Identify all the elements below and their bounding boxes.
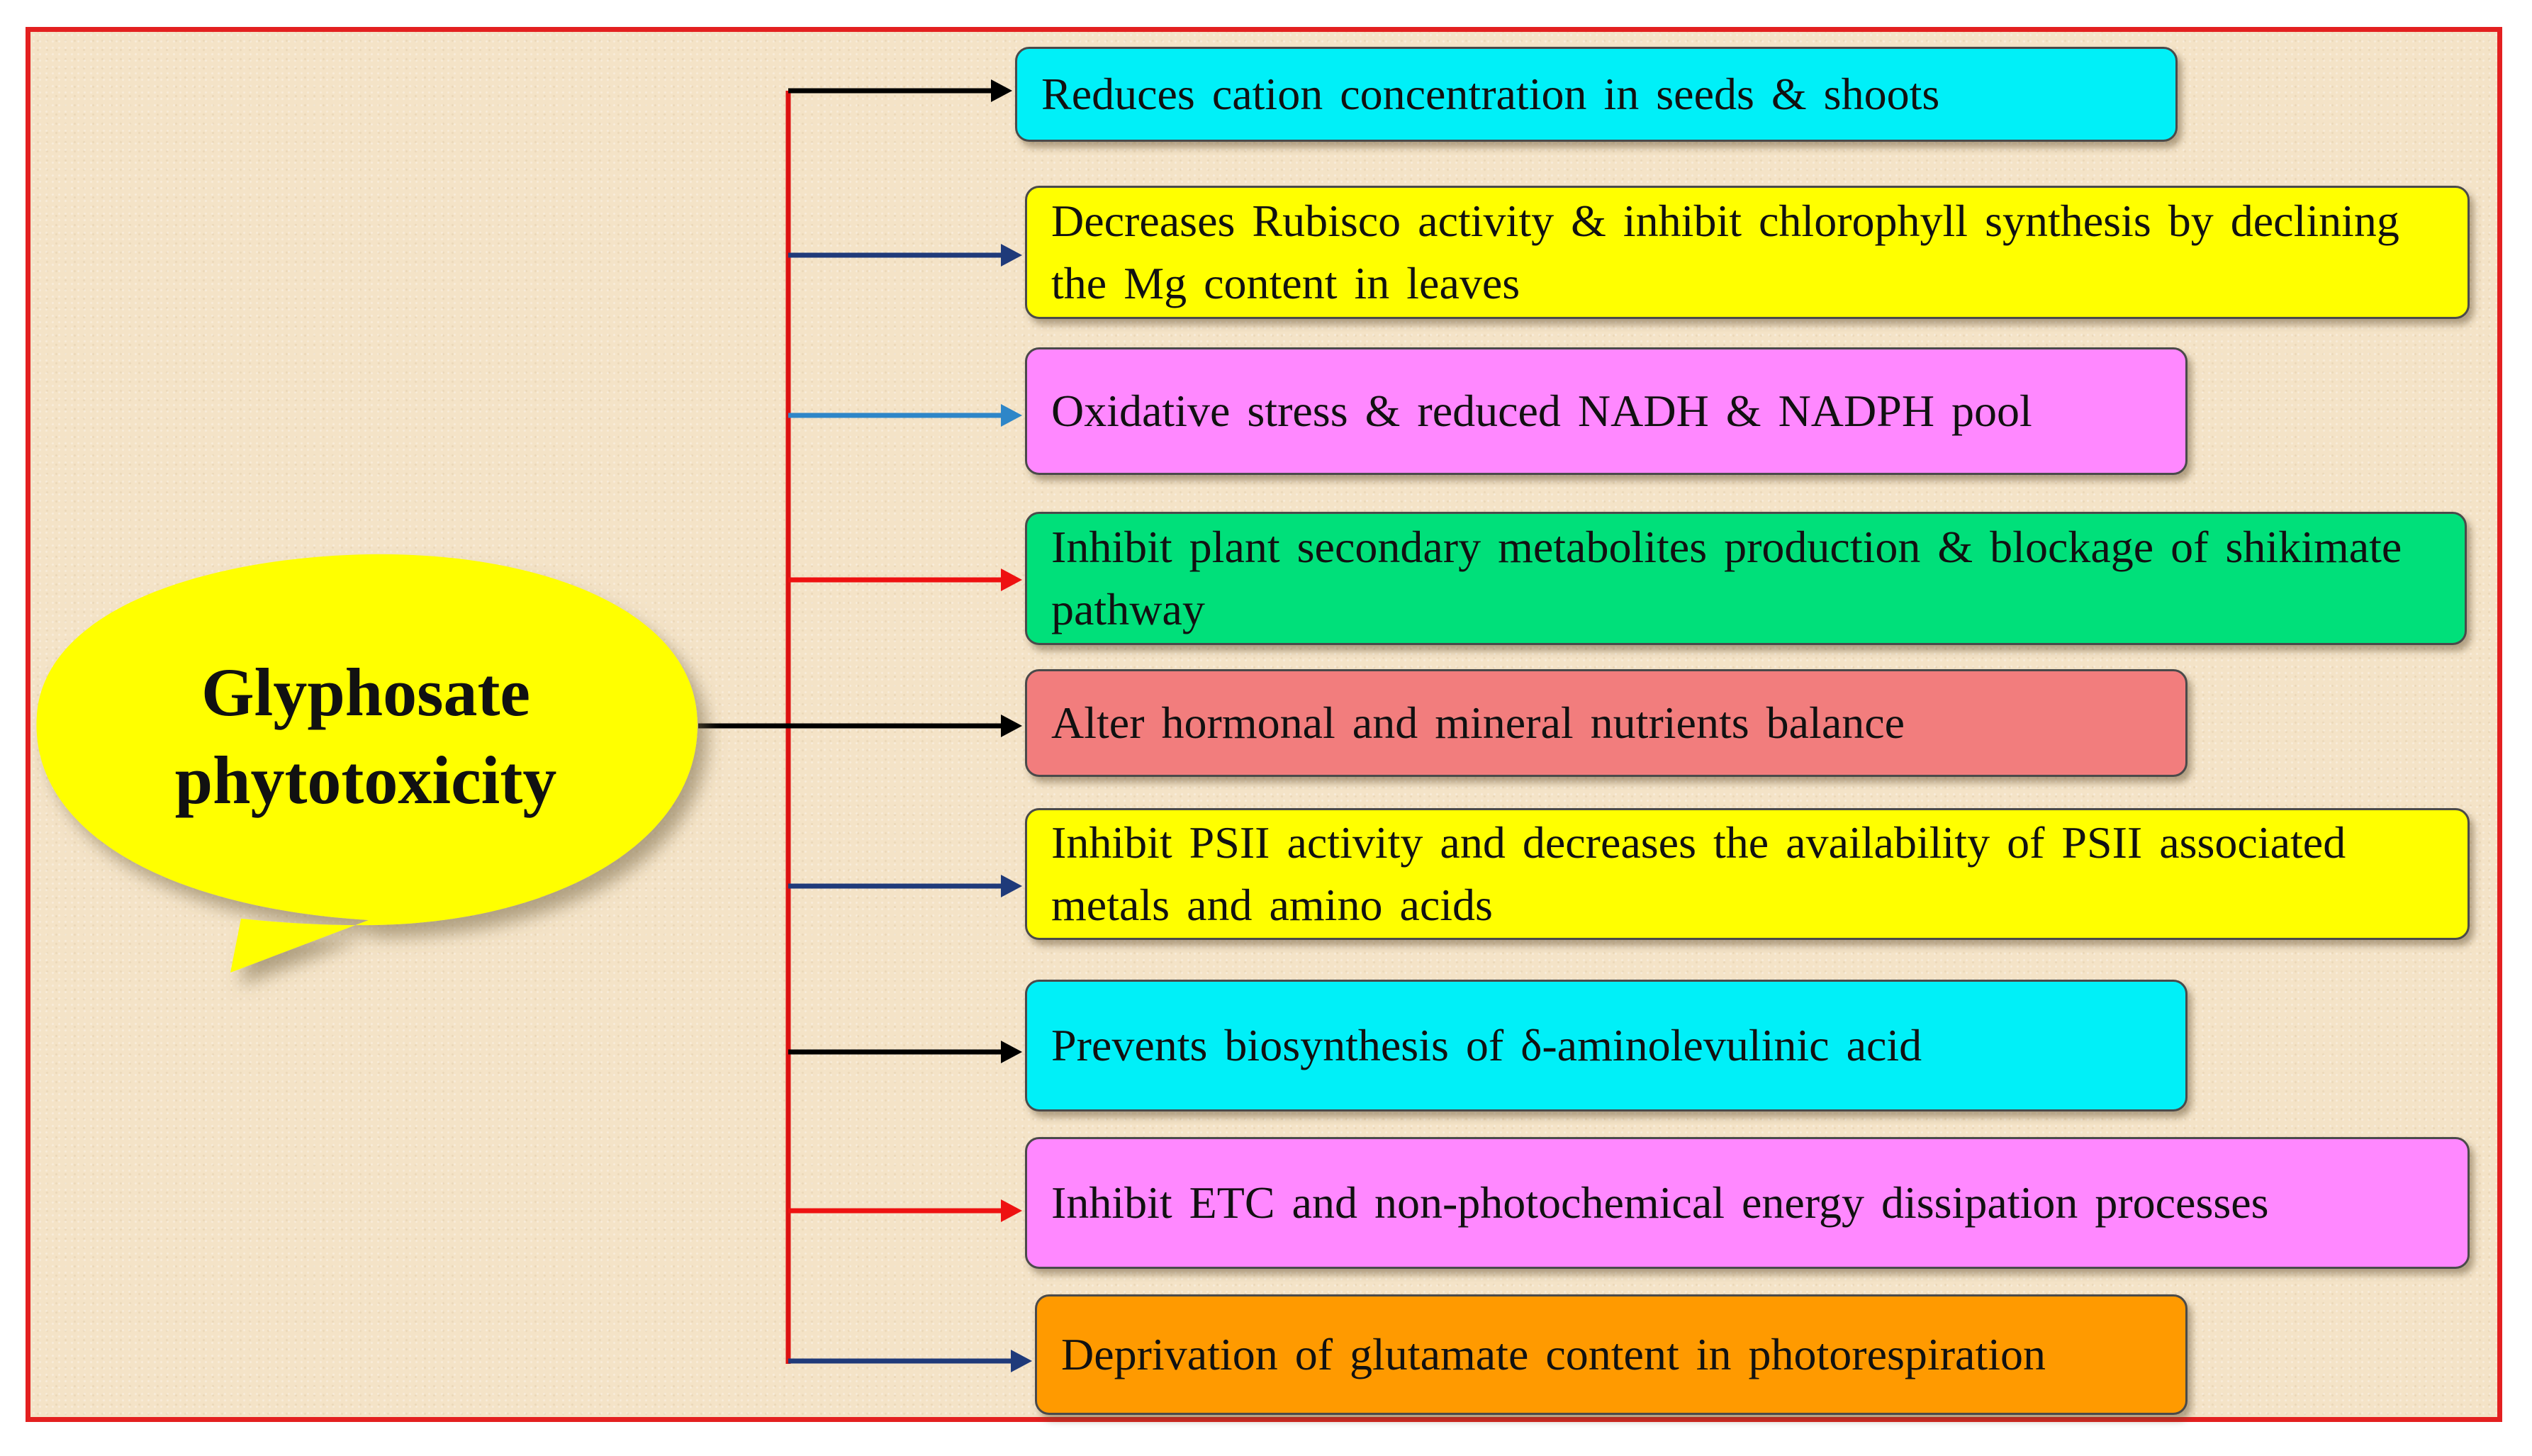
effect-text-2: Decreases Rubisco activity & inhibit chl… [1051, 196, 2399, 308]
arrow-head-8 [1001, 1199, 1022, 1222]
effect-box-5: Alter hormonal and mineral nutrients bal… [1025, 669, 2188, 777]
effect-text-5: Alter hormonal and mineral nutrients bal… [1051, 698, 1905, 748]
effect-box-2: Decreases Rubisco activity & inhibit chl… [1025, 186, 2470, 319]
arrow-group [788, 79, 1032, 1372]
speech-bubble [36, 554, 698, 973]
arrow-head-9 [1011, 1350, 1032, 1372]
source-label-line1: Glyphosate [201, 654, 531, 730]
effect-box-9: Deprivation of glutamate content in phot… [1035, 1294, 2188, 1415]
effect-box-6: Inhibit PSII activity and decreases the … [1025, 808, 2470, 940]
effect-box-8: Inhibit ETC and non-photochemical energy… [1025, 1137, 2470, 1269]
effect-text-7: Prevents biosynthesis of δ-aminolevulini… [1051, 1020, 1922, 1070]
effect-text-1: Reduces cation concentration in seeds & … [1041, 69, 1940, 119]
effect-box-7: Prevents biosynthesis of δ-aminolevulini… [1025, 980, 2188, 1111]
arrow-head-3 [1001, 404, 1022, 427]
source-label: Glyphosate phytotoxicity [40, 649, 692, 824]
effect-text-8: Inhibit ETC and non-photochemical energy… [1051, 1177, 2269, 1228]
effect-box-3: Oxidative stress & reduced NADH & NADPH … [1025, 347, 2188, 475]
effect-box-1: Reduces cation concentration in seeds & … [1015, 47, 2178, 142]
arrow-head-5 [1001, 715, 1022, 737]
effect-box-4: Inhibit plant secondary metabolites prod… [1025, 512, 2467, 645]
source-label-line2: phytotoxicity [174, 742, 557, 818]
arrow-head-4 [1001, 569, 1022, 591]
arrow-head-6 [1001, 875, 1022, 897]
arrow-head-7 [1001, 1041, 1022, 1063]
effect-text-6: Inhibit PSII activity and decreases the … [1051, 817, 2346, 930]
effect-text-4: Inhibit plant secondary metabolites prod… [1051, 522, 2402, 634]
effect-text-9: Deprivation of glutamate content in phot… [1061, 1329, 2046, 1379]
effect-text-3: Oxidative stress & reduced NADH & NADPH … [1051, 386, 2032, 436]
arrow-head-2 [1001, 244, 1022, 267]
arrow-head-1 [991, 79, 1012, 102]
